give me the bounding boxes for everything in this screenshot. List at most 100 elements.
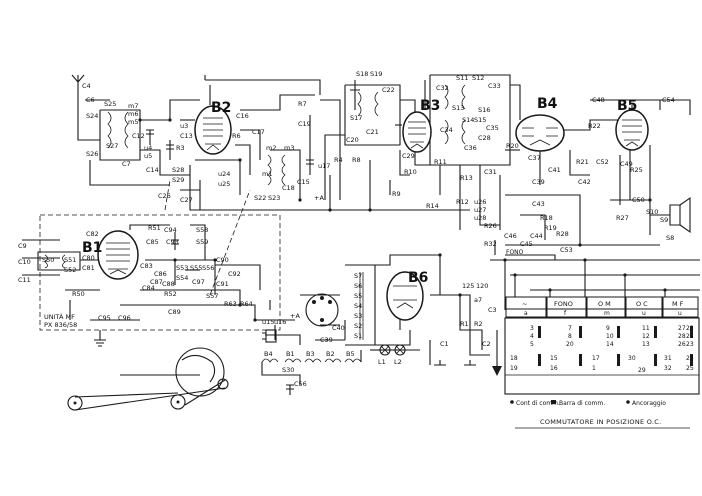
component-label: S51 (64, 256, 76, 264)
component-label: C83 (140, 262, 153, 270)
component-label: u26 (474, 198, 486, 206)
component-label: B1 (286, 350, 295, 358)
component-label: S55 (190, 264, 202, 272)
component-label: C89 (168, 308, 181, 316)
component-label: u3 (180, 122, 188, 130)
component-label: C95 (98, 314, 111, 322)
component-label: C11 (18, 276, 31, 284)
component-label: C9 (18, 242, 27, 250)
component-label: C22 (382, 86, 395, 94)
contact-number: 4 (530, 333, 534, 340)
component-label: C50 (632, 196, 645, 204)
component-label: S17 (350, 114, 362, 122)
component-label: u28 (474, 214, 486, 222)
component-labels: C4 C6 S25 S24 m7 m6 m5 S26 S27 C7 C12 u4… (18, 70, 675, 388)
component-label: u24 (218, 170, 230, 178)
legend-bar: Barra di comm. (559, 400, 605, 407)
component-label: R10 (404, 168, 417, 176)
tube-b6 (386, 271, 424, 321)
component-label: C32 (436, 84, 449, 92)
commutator-sub: f (564, 310, 567, 317)
component-label: C53 (560, 246, 573, 254)
component-label: m2 (266, 144, 276, 152)
contact-number: 25 (686, 365, 694, 372)
component-label: 125 (462, 282, 474, 290)
fm-unit-title: UNITÀ MF (44, 312, 75, 321)
commutator-head-mf: M F (672, 300, 684, 308)
component-label: S54 (176, 274, 188, 282)
component-label: R21 (576, 158, 589, 166)
commutator-head-fono: FONO (554, 300, 573, 308)
component-label: m5 (128, 118, 138, 126)
commutator-sub: m (604, 310, 610, 317)
component-label: C3 (488, 306, 497, 314)
component-label: C37 (528, 154, 541, 162)
component-label: R27 (616, 214, 629, 222)
component-label: C90 (216, 256, 229, 264)
component-label: C96 (118, 314, 131, 322)
component-label: C40 (332, 324, 345, 332)
contact-number: 29 (638, 367, 646, 374)
contact-number: 24 (686, 355, 694, 362)
commutator-head-om: O M (598, 300, 611, 308)
component-label: C18 (282, 184, 295, 192)
component-label: C26 (158, 192, 171, 200)
component-label: m7 (128, 102, 138, 110)
component-label: m1 (262, 170, 272, 178)
commutator-head-oc: O C (636, 300, 648, 308)
component-label: u25 (218, 180, 230, 188)
contact-number: 5 (530, 341, 534, 348)
contact-number: 14 (606, 341, 614, 348)
component-label: R12 (456, 198, 469, 206)
contact-number: 17 (592, 355, 600, 362)
commutator-head-mains: ~ (522, 300, 527, 308)
contact-number: 31 (664, 355, 672, 362)
tube-label-b2: B2 (211, 100, 231, 116)
tube-b1 (97, 230, 139, 280)
component-label: C12 (132, 132, 145, 140)
component-label: C19 (298, 120, 311, 128)
component-label: R64 (240, 300, 253, 308)
contact-number: 32 (664, 365, 672, 372)
component-label: C6 (86, 96, 95, 104)
component-label: R9 (392, 190, 401, 198)
tube-b2 (194, 105, 232, 155)
contact-number: 10 (606, 333, 614, 340)
component-label: S6 (354, 282, 362, 290)
component-label: C33 (488, 82, 501, 90)
pilot-lamp-icon (379, 344, 406, 356)
component-label: C54 (662, 96, 675, 104)
component-label: S14 (462, 116, 474, 124)
component-label: C97 (192, 278, 205, 286)
component-label: C46 (504, 232, 517, 240)
component-label: R28 (556, 230, 569, 238)
component-label: S10 (646, 208, 658, 216)
commutator-caption: COMMUTATORE IN POSIZIONE O.C. (540, 418, 661, 426)
component-label: C43 (532, 200, 545, 208)
component-label: C93 (166, 238, 179, 246)
mains-plug-icon (262, 329, 277, 343)
component-label: m3 (284, 144, 294, 152)
component-label: u17 (318, 162, 330, 170)
tube-label-b6: B6 (408, 270, 428, 286)
component-label: L2 (394, 358, 402, 366)
component-label: S24 (86, 112, 98, 120)
component-label: C7 (122, 160, 131, 168)
component-label: C52 (596, 158, 609, 166)
component-label: S30 (282, 366, 294, 374)
component-label: S18 (356, 70, 368, 78)
component-label: C13 (180, 132, 193, 140)
component-label: C41 (548, 166, 561, 174)
component-label: C49 (620, 160, 633, 168)
commutator-sub: u (678, 310, 682, 317)
component-label: L1 (378, 358, 386, 366)
component-label: C85 (146, 238, 159, 246)
contact-number: 9 (606, 325, 610, 332)
component-label: C81 (82, 264, 95, 272)
component-label: S57 (206, 292, 218, 300)
component-label: B4 (264, 350, 273, 358)
contact-number: 12 (642, 333, 650, 340)
contact-number: 3 (530, 325, 534, 332)
commutator-labels: ~ FONO O M O C M F a f m u u 3 4 5 18 19… (510, 300, 694, 426)
